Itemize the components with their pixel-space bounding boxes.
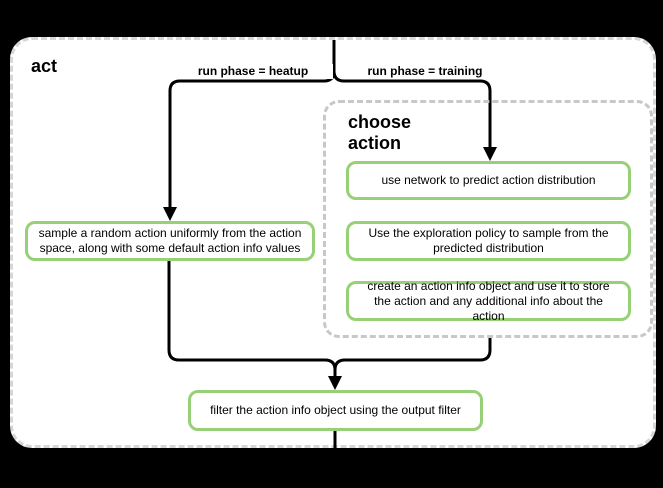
edge-group-to-filter	[333, 338, 492, 377]
node-predict-distribution: use network to predict action distributi…	[346, 161, 631, 200]
arrowhead-into-predict	[483, 147, 497, 161]
act-flowchart-canvas: act run phase = heatup run phase = train…	[10, 37, 656, 451]
edge-heatup-branch	[168, 62, 336, 208]
arrowhead-into-filter	[328, 376, 342, 390]
page-title: act	[31, 56, 58, 76]
arrowhead-into-sample	[163, 207, 177, 221]
node-create-action-info: create an action info object and use it …	[346, 279, 631, 323]
connector-layer	[163, 40, 497, 451]
choose-action-group-title: choose action	[348, 112, 412, 153]
edge-training-branch	[332, 62, 492, 148]
edge-label-training: run phase = training	[360, 64, 490, 79]
choose-action-group: choose action	[323, 100, 653, 338]
edge-sample-to-filter	[167, 261, 337, 377]
node-sample-random-action: sample a random action uniformly from th…	[25, 221, 315, 261]
node-filter-action-info: filter the action info object using the …	[188, 390, 483, 431]
edge-label-heatup: run phase = heatup	[173, 64, 333, 79]
node-exploration-policy-sample: Use the exploration policy to sample fro…	[346, 221, 631, 261]
